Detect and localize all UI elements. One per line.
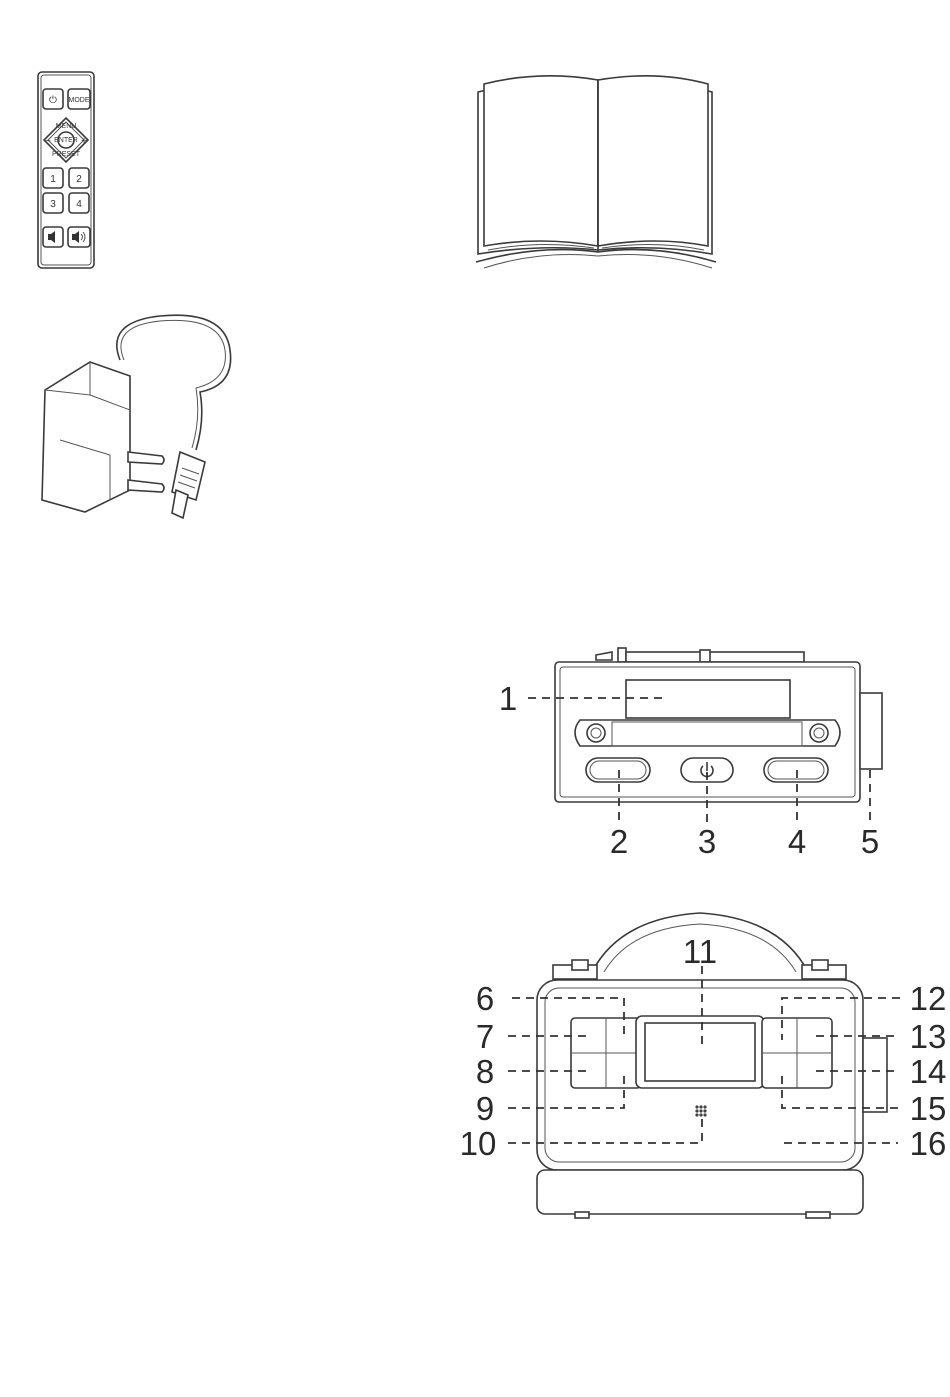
- callout-1: 1: [499, 680, 517, 717]
- callout-12: 12: [910, 980, 947, 1017]
- remote-power-label: ⏻: [49, 95, 57, 106]
- radio-top-view: 1 2 3 4 5: [499, 648, 882, 860]
- remote-minus-label: −: [45, 136, 51, 147]
- radio-front-view: 6 7 8 9 10 11 12 13 14 15 16: [460, 913, 947, 1218]
- instruction-manual-icon: [476, 76, 716, 268]
- remote-preset-label: PRESET: [52, 151, 81, 158]
- remote-button-3: 3: [50, 199, 56, 210]
- callout-11: 11: [683, 933, 717, 970]
- callout-10: 10: [460, 1125, 497, 1162]
- remote-button-4: 4: [76, 199, 82, 210]
- remote-button-1: 1: [50, 174, 56, 185]
- speaker-grille-icon: [695, 1105, 706, 1116]
- remote-plus-label: +: [81, 136, 87, 147]
- remote-mode-label: MODE: [69, 97, 90, 104]
- callout-3: 3: [698, 823, 716, 860]
- remote-enter-label: ENTER: [54, 137, 78, 144]
- remote-control-icon: ⏻ MODE MENU ENTER PRESET − + 1 2 3 4: [38, 72, 94, 268]
- front-side-knob: [863, 1038, 887, 1112]
- remote-menu-label: MENU: [56, 123, 77, 130]
- callout-14: 14: [910, 1053, 947, 1090]
- side-knob: [860, 693, 882, 769]
- callout-5: 5: [861, 823, 879, 860]
- callout-16: 16: [910, 1125, 947, 1162]
- callout-15: 15: [910, 1090, 947, 1127]
- callout-13: 13: [910, 1018, 947, 1055]
- callout-8: 8: [476, 1053, 494, 1090]
- callout-6: 6: [476, 980, 494, 1017]
- power-adapter-icon: [42, 315, 231, 518]
- callout-9: 9: [476, 1090, 494, 1127]
- callout-7: 7: [476, 1018, 494, 1055]
- remote-button-2: 2: [76, 174, 82, 185]
- callout-2: 2: [610, 823, 628, 860]
- callout-4: 4: [788, 823, 806, 860]
